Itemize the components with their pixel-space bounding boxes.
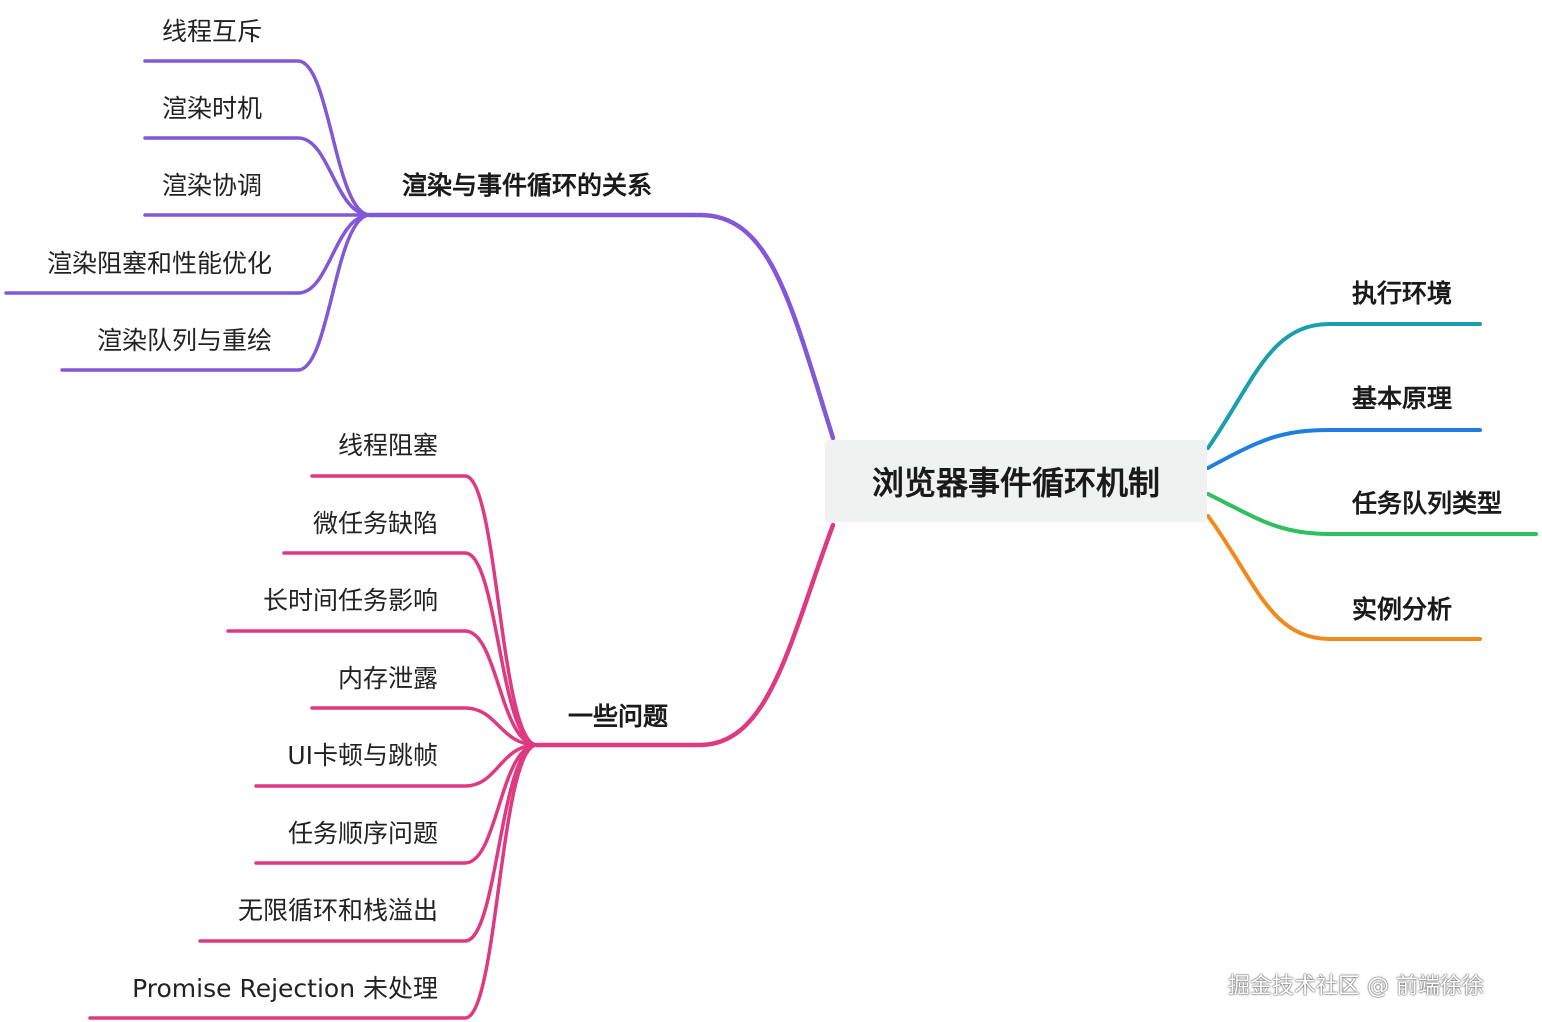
leaf-render-1[interactable]: 渲染时机 [162, 94, 263, 123]
link-problem-leaf-2 [226, 629, 539, 747]
watermark: 掘金技术社区 @ 前端徐徐 [1228, 974, 1484, 999]
link-root-to-principle [1206, 428, 1482, 470]
link-problem-leaf-7 [88, 743, 539, 1020]
leaf-problem-6[interactable]: 无限循环和栈溢出 [237, 896, 438, 925]
link-problem-leaf-1 [282, 551, 539, 747]
leaf-render-0[interactable]: 线程互斥 [162, 17, 263, 46]
root-node[interactable]: 浏览器事件循环机制 [825, 440, 1207, 522]
leaf-render-3[interactable]: 渲染阻塞和性能优化 [46, 249, 272, 278]
link-render-leaf-0 [143, 59, 372, 217]
leaf-problem-1[interactable]: 微任务缺陷 [312, 509, 438, 538]
branch-problems[interactable]: 一些问题 [568, 702, 669, 731]
link-render-leaf-1 [143, 136, 372, 217]
leaf-problem-7[interactable]: Promise Rejection 未处理 [132, 974, 438, 1003]
branch-execution-env[interactable]: 执行环境 [1352, 279, 1453, 308]
link-problem-leaf-0 [310, 474, 539, 747]
leaf-problem-0[interactable]: 线程阻塞 [337, 431, 438, 460]
leaf-problem-2[interactable]: 长时间任务影响 [262, 586, 438, 615]
leaf-problem-5[interactable]: 任务顺序问题 [287, 819, 438, 848]
branch-render-relationship[interactable]: 渲染与事件循环的关系 [402, 171, 653, 200]
leaf-problem-4[interactable]: UI卡顿与跳帧 [287, 741, 438, 770]
link-root-to-cases [1206, 514, 1482, 641]
leaf-render-4[interactable]: 渲染队列与重绘 [96, 326, 272, 355]
link-root-to-render [367, 212, 836, 441]
link-problem-leaf-5 [254, 743, 539, 865]
branch-case-analysis[interactable]: 实例分析 [1352, 595, 1453, 624]
leaf-render-2[interactable]: 渲染协调 [162, 171, 263, 200]
link-root-to-problems [534, 522, 836, 748]
leaf-problem-3[interactable]: 内存泄露 [337, 664, 438, 693]
link-render-leaf-3 [4, 213, 372, 295]
link-root-to-env [1206, 322, 1482, 450]
branch-basic-principle[interactable]: 基本原理 [1352, 384, 1453, 413]
branch-task-queue-types[interactable]: 任务队列类型 [1352, 489, 1503, 518]
link-render-leaf-4 [60, 213, 372, 372]
link-problem-leaf-4 [254, 743, 539, 788]
link-problem-leaf-3 [310, 706, 539, 747]
link-root-to-queues [1206, 492, 1538, 536]
